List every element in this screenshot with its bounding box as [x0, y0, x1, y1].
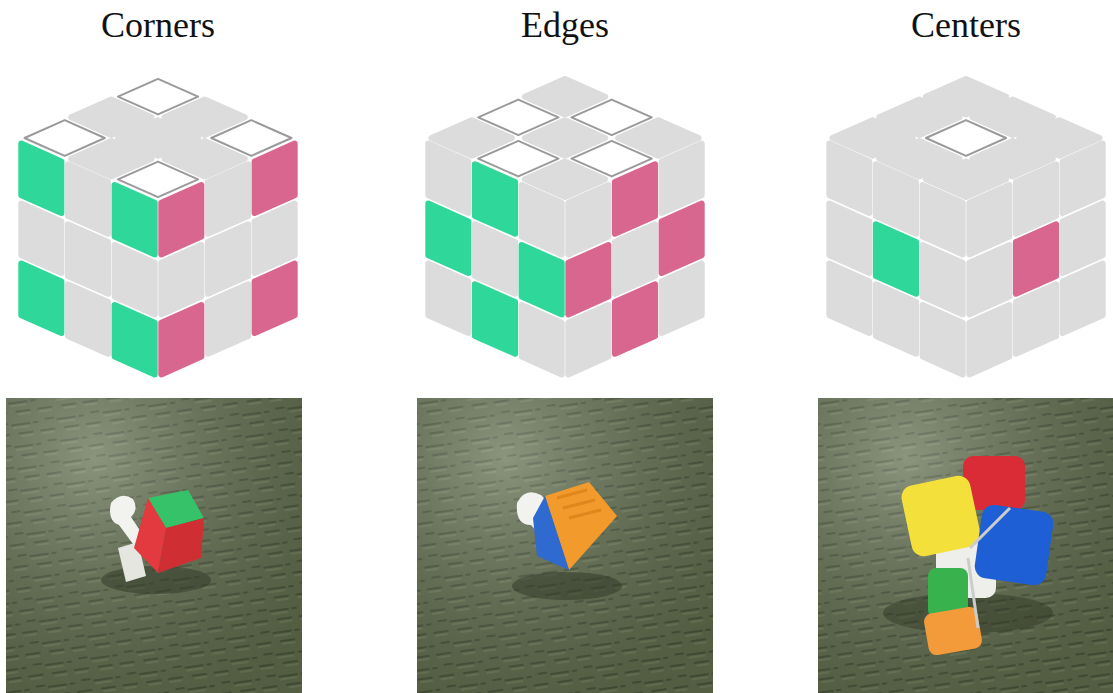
right-sticker [1016, 284, 1056, 353]
column-heading: Corners [101, 6, 215, 46]
left-sticker [923, 245, 963, 314]
right-sticker [969, 185, 1009, 254]
left-sticker [475, 224, 515, 293]
left-sticker [475, 284, 515, 353]
left-sticker [115, 245, 155, 314]
right-sticker [255, 204, 295, 273]
right-sticker [1016, 164, 1056, 233]
left-sticker [428, 264, 468, 333]
left-sticker [21, 264, 61, 333]
right-sticker [1063, 264, 1103, 333]
right-sticker [161, 305, 201, 374]
corner-photo [6, 398, 302, 693]
left-sticker [923, 185, 963, 254]
left-sticker [115, 185, 155, 254]
right-sticker [208, 284, 248, 353]
right-sticker [255, 264, 295, 333]
right-sticker [208, 224, 248, 293]
left-sticker [522, 305, 562, 374]
right-sticker [1063, 204, 1103, 273]
right-sticker [969, 245, 1009, 314]
right-sticker [161, 185, 201, 254]
left-sticker [428, 204, 468, 273]
left-sticker [876, 284, 916, 353]
left-sticker [829, 144, 869, 213]
left-sticker [68, 284, 108, 353]
left-sticker [68, 164, 108, 233]
edge-photo [417, 398, 713, 693]
right-sticker [615, 284, 655, 353]
left-sticker [21, 204, 61, 273]
left-sticker [522, 245, 562, 314]
centers-photo [818, 398, 1113, 693]
right-sticker [662, 204, 702, 273]
left-sticker [876, 164, 916, 233]
left-sticker [21, 144, 61, 213]
left-sticker [522, 185, 562, 254]
right-sticker [615, 224, 655, 293]
left-sticker [829, 264, 869, 333]
left-sticker [923, 305, 963, 374]
left-sticker [475, 164, 515, 233]
right-sticker [662, 144, 702, 213]
left-sticker [428, 144, 468, 213]
right-sticker [208, 164, 248, 233]
right-sticker [568, 305, 608, 374]
right-sticker [255, 144, 295, 213]
right-sticker [662, 264, 702, 333]
left-sticker [115, 305, 155, 374]
column-heading: Centers [911, 6, 1021, 46]
right-sticker [1063, 144, 1103, 213]
right-sticker [568, 245, 608, 314]
right-sticker [615, 164, 655, 233]
column-heading: Edges [521, 6, 609, 46]
right-sticker [161, 245, 201, 314]
right-sticker [969, 305, 1009, 374]
right-sticker [1016, 224, 1056, 293]
left-sticker [68, 224, 108, 293]
left-sticker [829, 204, 869, 273]
right-sticker [568, 185, 608, 254]
left-sticker [876, 224, 916, 293]
